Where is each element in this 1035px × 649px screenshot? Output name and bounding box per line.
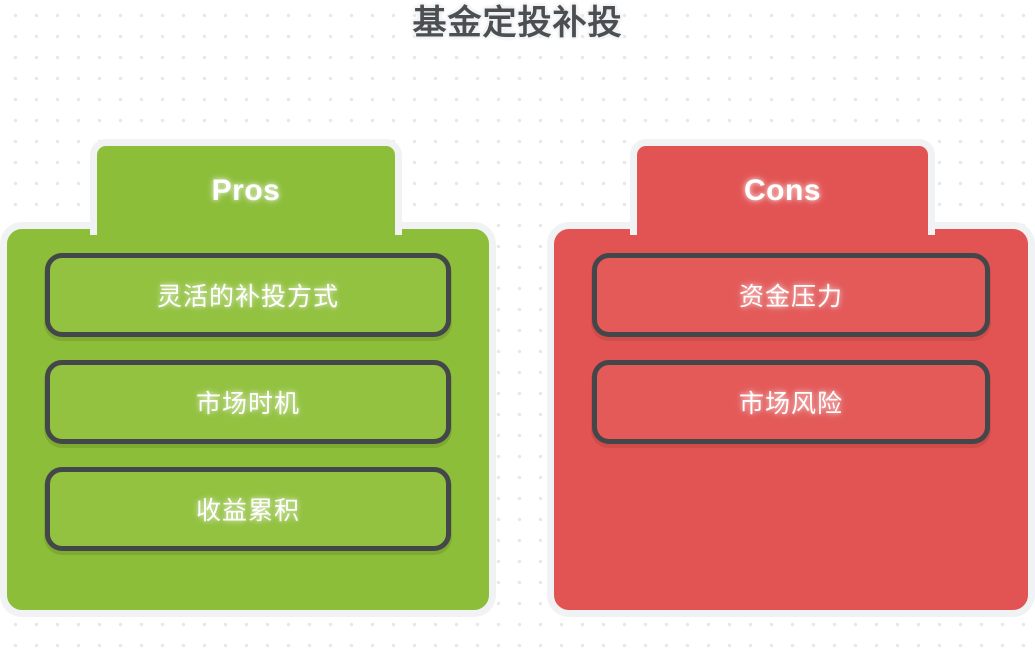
- cons-item-2[interactable]: 市场风险: [592, 360, 990, 444]
- cons-item-1[interactable]: 资金压力: [592, 253, 990, 337]
- pros-header-label: Pros: [211, 173, 281, 207]
- cons-item-2-label: 市场风险: [738, 390, 843, 418]
- pros-item-1-label: 灵活的补投方式: [156, 283, 339, 311]
- pros-item-3[interactable]: 收益累积: [45, 467, 451, 551]
- cons-panel: 资金压力 市场风险: [547, 222, 1035, 617]
- pros-panel: 灵活的补投方式 市场时机 收益累积: [0, 222, 496, 617]
- pros-header-tab[interactable]: Pros: [90, 139, 402, 235]
- pros-item-2-label: 市场时机: [195, 390, 300, 418]
- cons-header-label: Cons: [744, 173, 821, 207]
- pros-item-3-label: 收益累积: [195, 497, 300, 525]
- page-title: 基金定投补投: [412, 4, 623, 42]
- pros-item-2[interactable]: 市场时机: [45, 360, 451, 444]
- cons-header-tab[interactable]: Cons: [630, 139, 935, 235]
- pros-item-1[interactable]: 灵活的补投方式: [45, 253, 451, 337]
- cons-item-1-label: 资金压力: [738, 283, 843, 311]
